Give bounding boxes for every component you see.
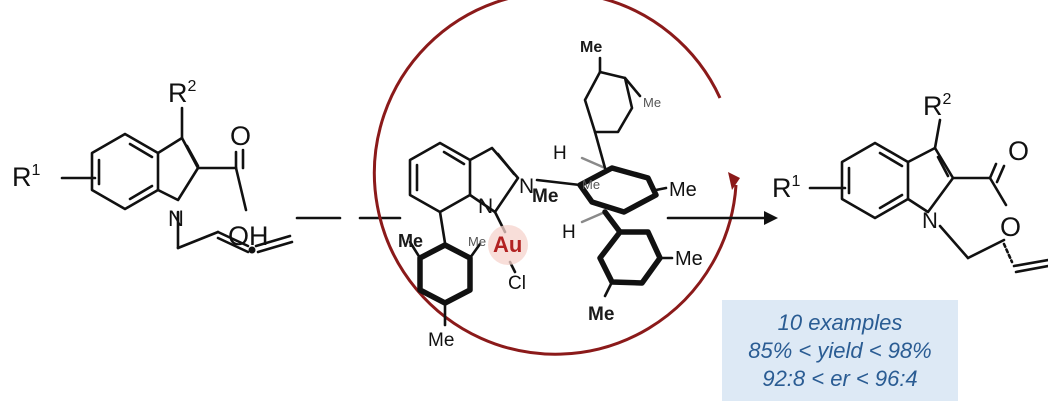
catalyst-h-top: H xyxy=(553,143,567,164)
methyl-label-3: Me xyxy=(582,177,600,192)
product-r2-label: R2 xyxy=(923,91,952,121)
summary-er: 92:8 < er < 96:4 xyxy=(762,365,918,391)
summary-yield: 85% < yield < 98% xyxy=(748,337,932,363)
chloride-label: Cl xyxy=(508,273,526,294)
product-structure xyxy=(808,118,1048,274)
summary-examples: 10 examples xyxy=(777,309,903,335)
results-summary-box: 10 examples 85% < yield < 98% 92:8 < er … xyxy=(722,300,958,401)
reactant-oh-label: OH xyxy=(228,221,269,251)
methyl-label-1: Me xyxy=(580,39,602,56)
reactant-n-label: N xyxy=(168,206,184,231)
catalyst-n-right: N xyxy=(519,175,534,198)
reaction-arrowhead xyxy=(764,211,778,225)
reactant-carbonyl-o: O xyxy=(230,121,251,151)
reactant-benzene-ring xyxy=(90,132,160,211)
reactant-pyrrole-ring xyxy=(156,136,200,202)
methyl-label-9: Me xyxy=(675,248,703,270)
gold-highlight xyxy=(488,225,528,265)
methyl-label-2: Me xyxy=(643,95,661,110)
methyl-label-10: Me xyxy=(588,304,614,325)
product-n-label: N xyxy=(922,208,938,233)
reactant-structure xyxy=(60,106,294,254)
reactant-r2-label: R2 xyxy=(168,78,197,108)
product-ring-o: O xyxy=(1000,212,1021,242)
reactant-r1-label: R1 xyxy=(12,162,41,192)
catalyst-n-left: N xyxy=(478,195,493,218)
methyl-label-6: Me xyxy=(398,231,423,251)
catalyst-pyridine-ring xyxy=(408,141,472,214)
catalytic-cycle-arc xyxy=(372,0,738,356)
product-benzene-ring xyxy=(840,141,910,220)
product-carbonyl-o: O xyxy=(1008,136,1029,166)
methyl-label-7: Me xyxy=(468,234,486,249)
catalyst-h-bottom: H xyxy=(562,222,576,243)
catalytic-cycle-arrowhead xyxy=(728,172,740,190)
gold-label: Au xyxy=(493,232,522,257)
product-r1-label: R1 xyxy=(772,173,801,203)
methyl-label-5: Me xyxy=(532,186,558,207)
methyl-label-8: Me xyxy=(428,330,454,351)
methyl-label-4: Me xyxy=(669,179,697,201)
